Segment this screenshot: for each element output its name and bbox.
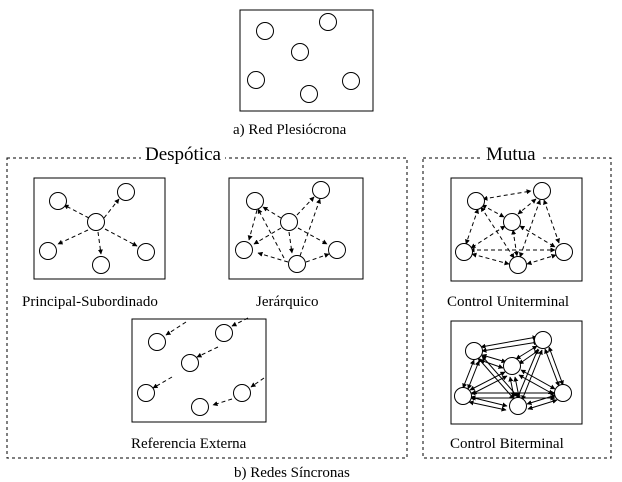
referencia-externa-label: Referencia Externa (131, 436, 247, 452)
control-biterminal-network (450, 320, 583, 425)
redes-sincronas-caption: b) Redes Síncronas (234, 465, 350, 481)
plesiocrona-network (239, 9, 374, 112)
referencia-externa-network (131, 317, 267, 423)
control-uniterminal-network (450, 177, 583, 282)
control-uniterminal-label: Control Uniterminal (447, 294, 570, 310)
control-biterminal-label: Control Biterminal (450, 436, 564, 452)
mutua-group-title: Mutua (482, 145, 540, 164)
jerarquico-label: Jerárquico (256, 294, 319, 310)
red-plesiocrona-caption: a) Red Plesiócrona (233, 122, 347, 138)
jerarquico-network (228, 177, 364, 280)
principal-subordinado-label: Principal-Subordinado (22, 294, 158, 310)
despotica-group-title: Despótica (141, 145, 225, 164)
principal-subordinado-network (33, 177, 166, 280)
mutua-group-frame (422, 157, 612, 459)
